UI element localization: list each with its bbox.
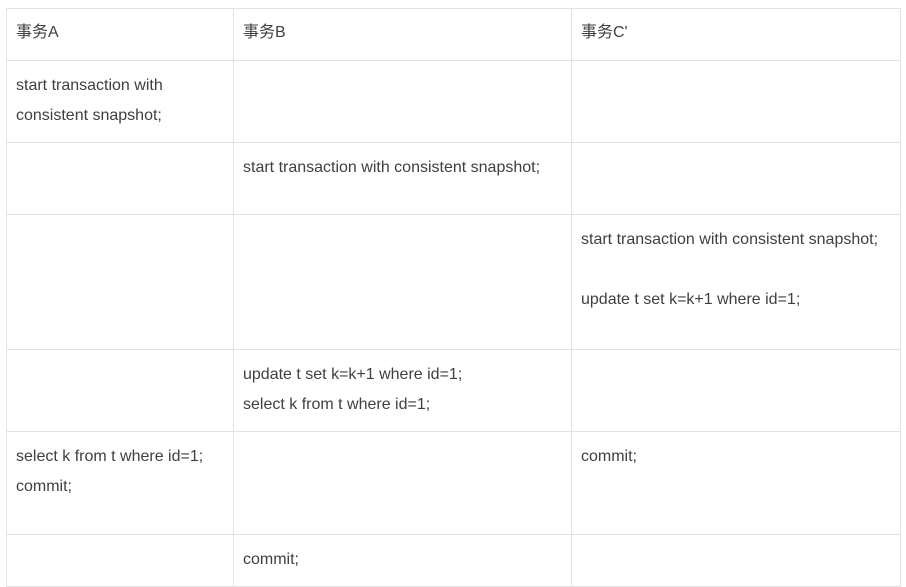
cell-c-5: commit; [571, 431, 901, 535]
cell-c-3: start transaction with consistent snapsh… [571, 214, 901, 350]
cell-a-5: select k from t where id=1; commit; [6, 431, 234, 535]
cell-c-6 [571, 534, 901, 587]
cell-b-6: commit; [233, 534, 572, 587]
transaction-timeline-table-container: 事务A 事务B 事务C' start transaction with cons… [6, 8, 901, 587]
table-row: start transaction with consistent snapsh… [6, 142, 901, 215]
cell-c-4 [571, 349, 901, 432]
cell-a-4 [6, 349, 234, 432]
cell-a-6 [6, 534, 234, 587]
cell-a-1: start transaction with consistent snapsh… [6, 60, 234, 143]
table-header-row: 事务A 事务B 事务C' [6, 8, 901, 61]
cell-b-2: start transaction with consistent snapsh… [233, 142, 572, 215]
cell-b-4: update t set k=k+1 where id=1; select k … [233, 349, 572, 432]
table-row: select k from t where id=1; commit; comm… [6, 431, 901, 535]
cell-a-3 [6, 214, 234, 350]
cell-b-5 [233, 431, 572, 535]
column-header-transaction-b: 事务B [233, 8, 572, 61]
table-row: start transaction with consistent snapsh… [6, 60, 901, 143]
cell-c-2 [571, 142, 901, 215]
column-header-transaction-c-prime: 事务C' [571, 8, 901, 61]
table-body: start transaction with consistent snapsh… [6, 60, 901, 587]
column-header-transaction-a: 事务A [6, 8, 234, 61]
cell-a-2 [6, 142, 234, 215]
table-header: 事务A 事务B 事务C' [6, 8, 901, 61]
table-row: update t set k=k+1 where id=1; select k … [6, 349, 901, 432]
cell-c-1 [571, 60, 901, 143]
cell-b-1 [233, 60, 572, 143]
transaction-timeline-table: 事务A 事务B 事务C' start transaction with cons… [6, 8, 901, 587]
table-row: commit; [6, 534, 901, 587]
table-row: start transaction with consistent snapsh… [6, 214, 901, 350]
cell-b-3 [233, 214, 572, 350]
